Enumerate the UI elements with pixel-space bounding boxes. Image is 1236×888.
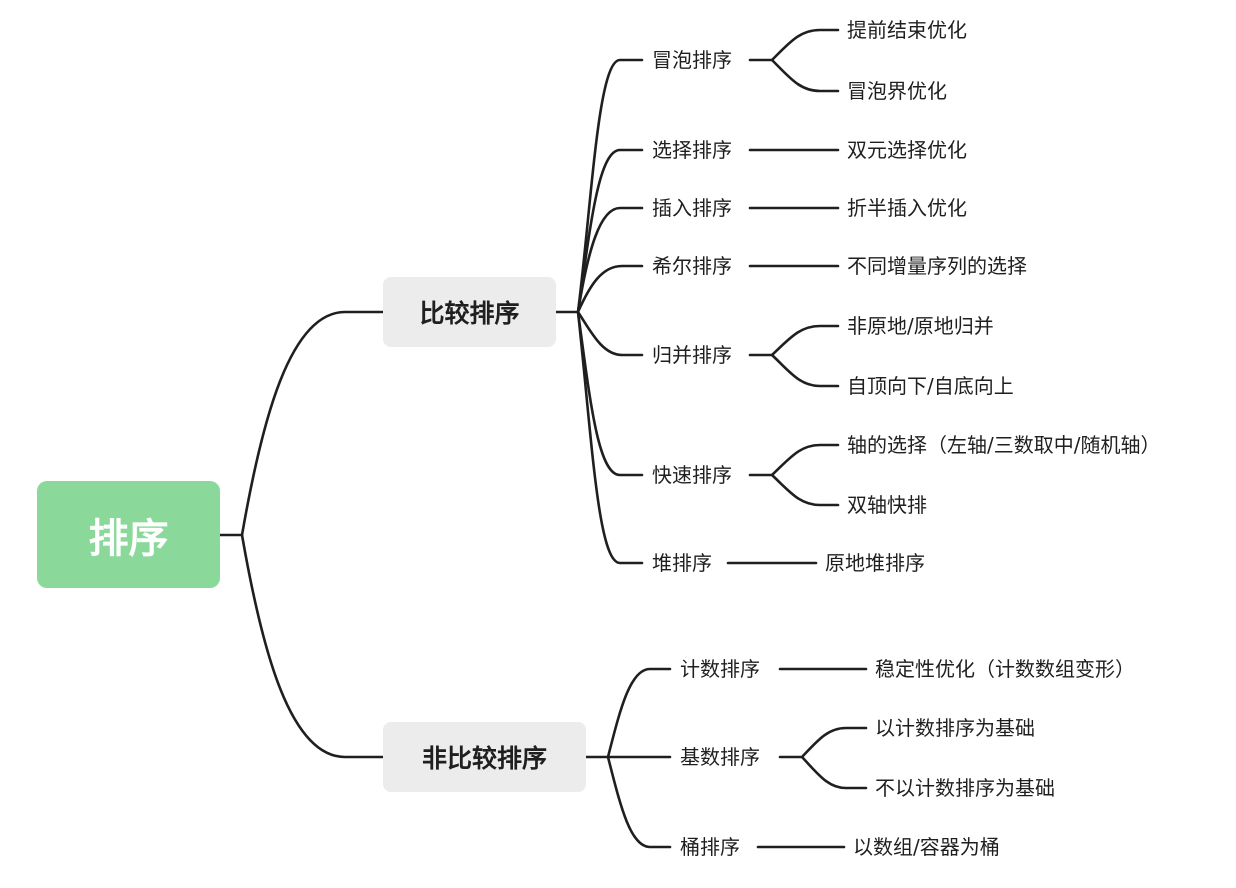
root-node[interactable]: 排序 <box>37 481 220 588</box>
edge-radix-opt1 <box>800 726 868 759</box>
optimization-in-place-merge[interactable]: 非原地/原地归并 <box>847 314 994 338</box>
edge-quick-opt1 <box>770 443 840 477</box>
optimization-gap-sequence[interactable]: 不同增量序列的选择 <box>847 254 1027 278</box>
edge-radix-opt2 <box>800 755 868 790</box>
edge-comparison-merge <box>576 310 644 357</box>
optimization-early-termination[interactable]: 提前结束优化 <box>847 18 967 42</box>
optimization-bubble-boundary[interactable]: 冒泡界优化 <box>847 79 947 103</box>
algorithm-shell-sort[interactable]: 希尔排序 <box>652 254 732 278</box>
edge-bubble-opt2 <box>770 58 840 93</box>
algorithm-bucket-sort[interactable]: 桶排序 <box>680 835 740 859</box>
optimization-non-counting-based[interactable]: 不以计数排序为基础 <box>875 776 1055 800</box>
algorithm-heap-sort[interactable]: 堆排序 <box>652 551 712 575</box>
edge-root-non-comparison <box>240 533 385 759</box>
category-non-comparison-sort[interactable]: 非比较排序 <box>383 722 586 792</box>
edge-comparison-insertion <box>576 206 644 314</box>
algorithm-quick-sort[interactable]: 快速排序 <box>652 463 732 487</box>
optimization-dual-selection[interactable]: 双元选择优化 <box>847 138 967 162</box>
optimization-binary-insertion[interactable]: 折半插入优化 <box>847 196 967 220</box>
edge-bubble-opt1 <box>770 28 840 62</box>
category-comparison-sort[interactable]: 比较排序 <box>383 277 556 347</box>
algorithm-selection-sort[interactable]: 选择排序 <box>652 138 732 162</box>
edge-comparison-heap <box>576 310 644 565</box>
optimization-array-container-bucket[interactable]: 以数组/容器为桶 <box>853 835 1000 859</box>
algorithm-insertion-sort[interactable]: 插入排序 <box>652 196 732 220</box>
algorithm-radix-sort[interactable]: 基数排序 <box>680 745 760 769</box>
optimization-stable-counting[interactable]: 稳定性优化（计数数组变形） <box>875 657 1135 681</box>
optimization-dual-pivot[interactable]: 双轴快排 <box>847 493 927 517</box>
edge-merge-opt2 <box>770 353 840 388</box>
edge-merge-opt1 <box>770 324 840 357</box>
algorithm-bubble-sort[interactable]: 冒泡排序 <box>652 48 732 72</box>
edge-comparison-bubble <box>576 58 644 314</box>
algorithm-merge-sort[interactable]: 归并排序 <box>652 343 732 367</box>
edge-noncomp-counting <box>606 667 672 759</box>
optimization-pivot-selection[interactable]: 轴的选择（左轴/三数取中/随机轴） <box>847 433 1161 457</box>
algorithm-counting-sort[interactable]: 计数排序 <box>680 657 760 681</box>
edge-quick-opt2 <box>770 473 840 507</box>
optimization-in-place-heap[interactable]: 原地堆排序 <box>825 551 925 575</box>
edge-root-comparison <box>240 310 385 537</box>
edge-noncomp-bucket <box>606 755 672 849</box>
optimization-counting-based[interactable]: 以计数排序为基础 <box>875 716 1035 740</box>
edge-comparison-quick <box>576 310 644 477</box>
optimization-top-down-bottom-up[interactable]: 自顶向下/自底向上 <box>847 374 1014 398</box>
edge-comparison-shell <box>576 264 644 314</box>
